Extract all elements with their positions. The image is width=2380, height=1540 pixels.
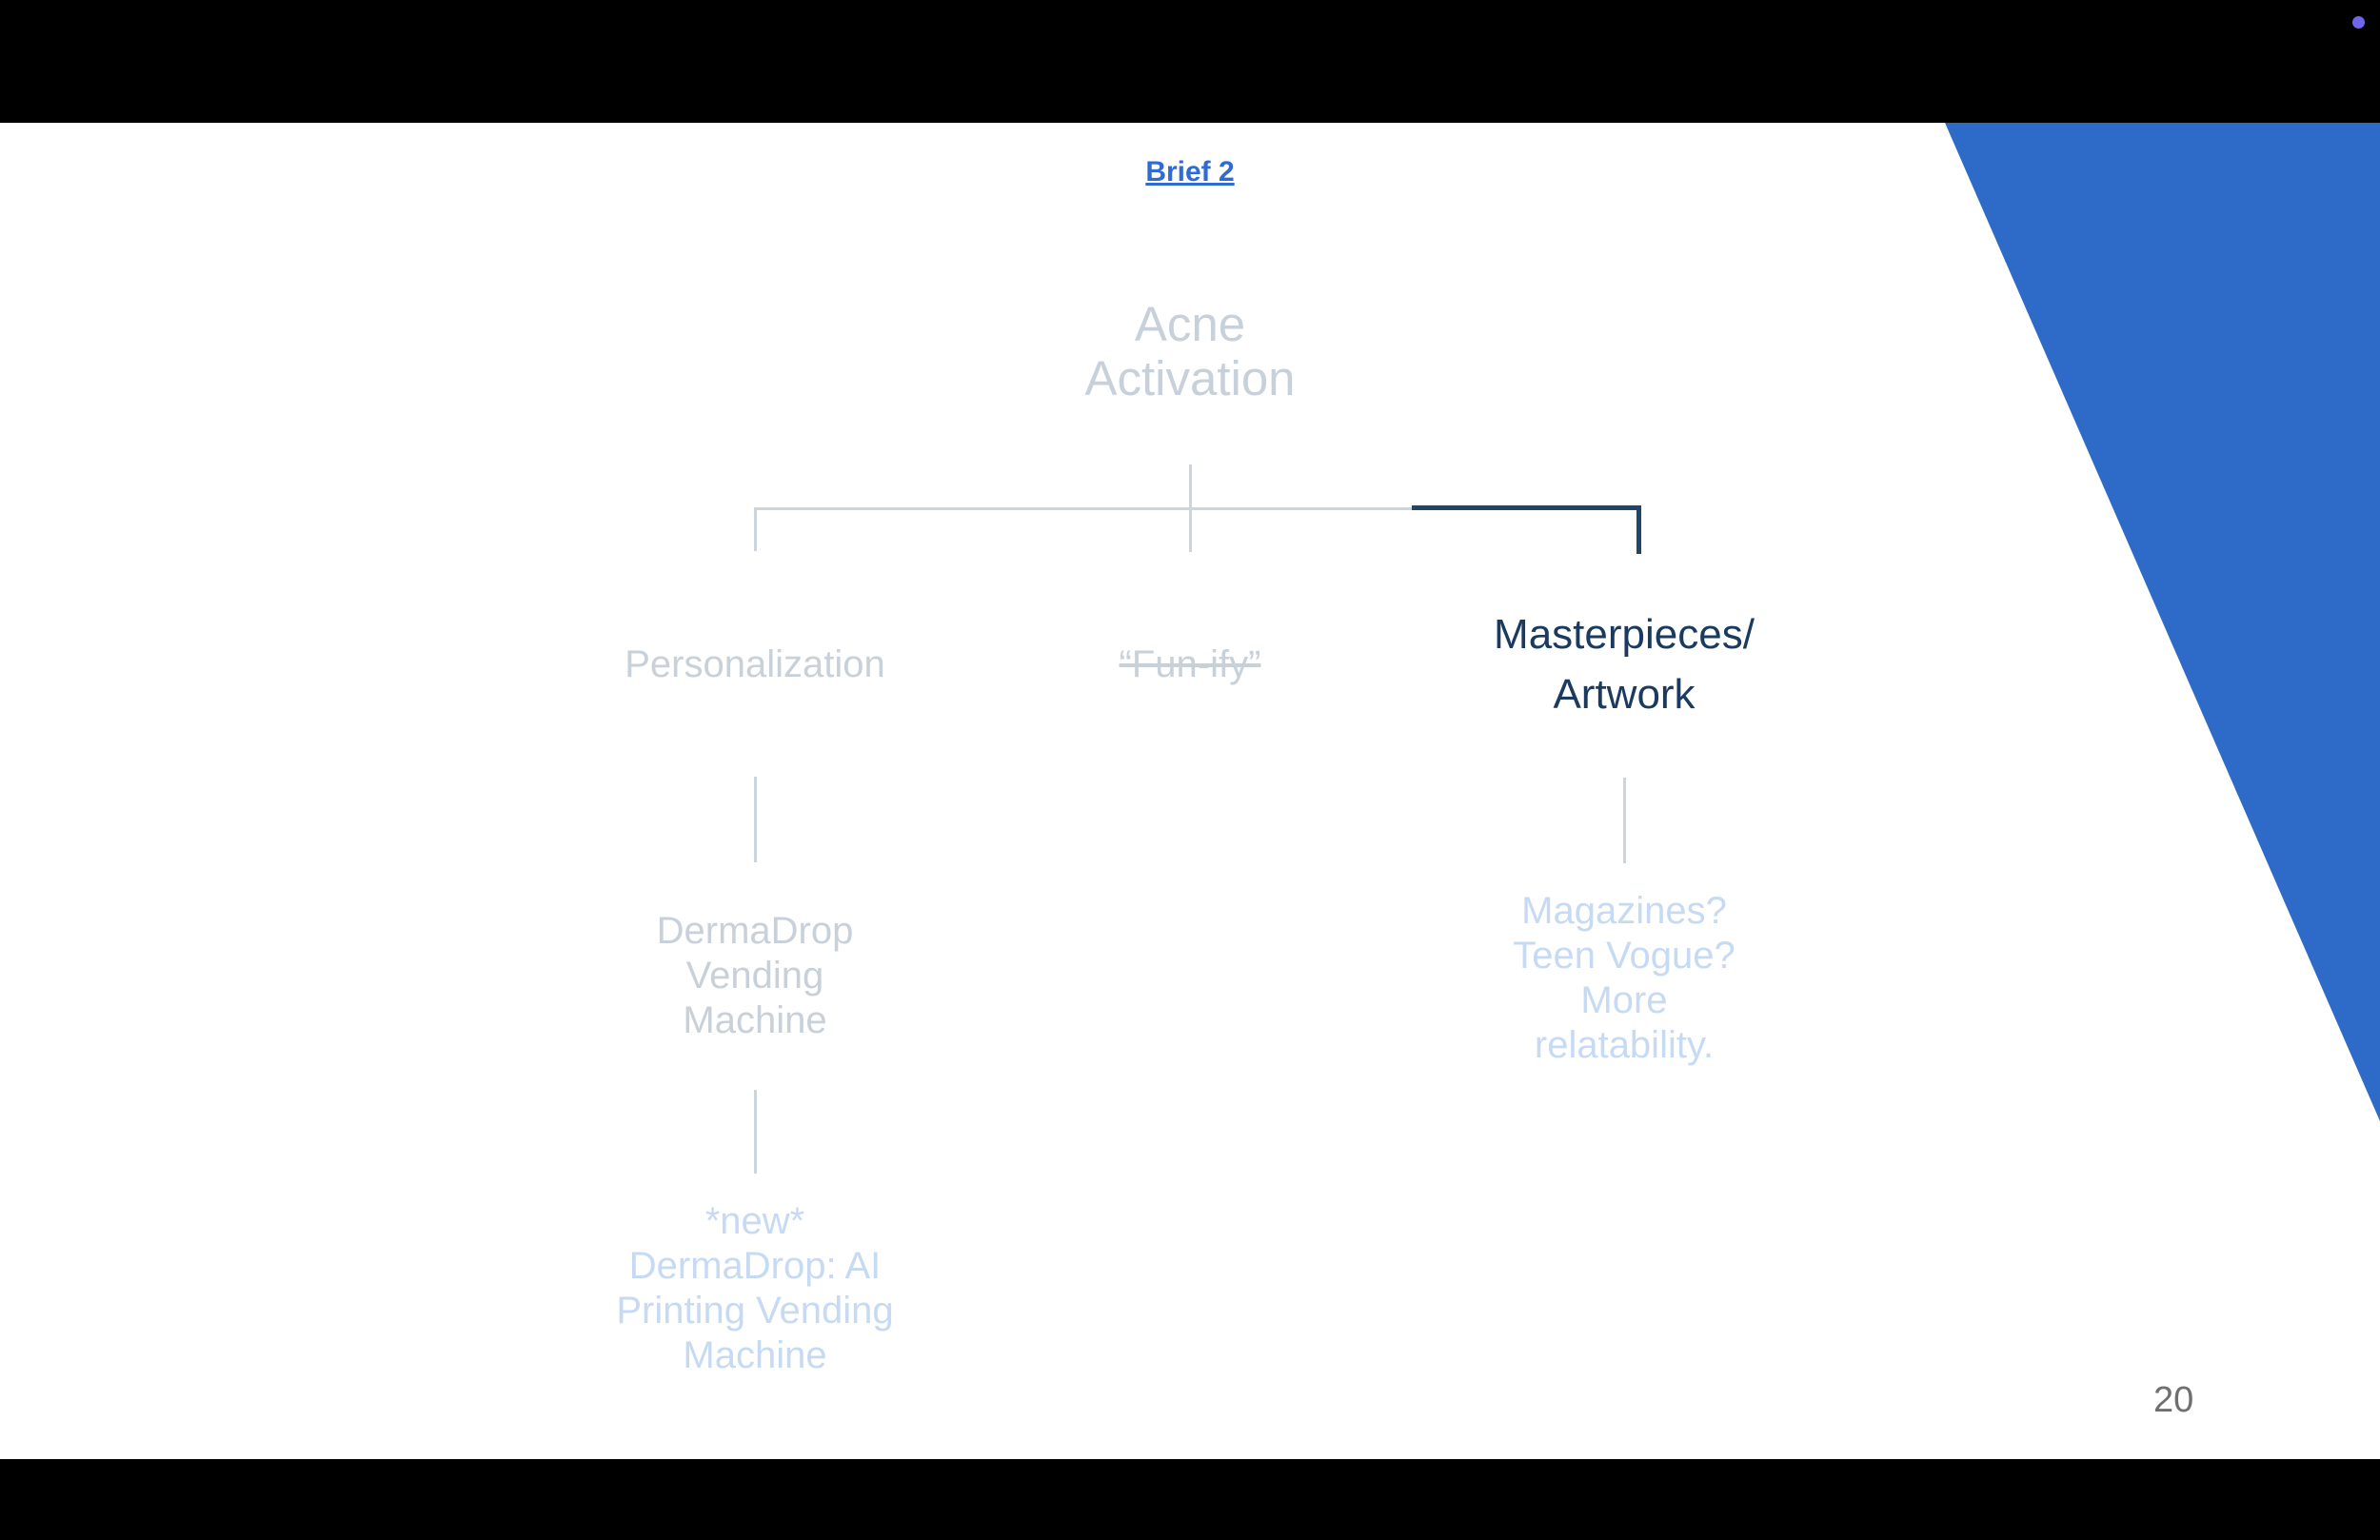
connector-masterpieces-child	[1623, 778, 1626, 863]
connector-dermadrop-child	[754, 1090, 757, 1174]
connector-horizontal-light	[755, 507, 1412, 510]
page-number: 20	[2153, 1380, 2194, 1420]
purple-dot-indicator	[2352, 16, 2365, 29]
connector-personalization-child	[754, 777, 757, 862]
node-dermadrop-vending-machine: DermaDrop Vending Machine	[656, 910, 854, 1041]
branch-personalization: Personalization	[625, 643, 885, 685]
tree-root-title: Acne Activation	[1084, 297, 1296, 405]
branch-funify-struck: “Fun-ify”	[1119, 643, 1261, 685]
node-new-dermadrop-ai: *new* DermaDrop: AI Printing Vending Mac…	[616, 1200, 894, 1376]
letterbox-bottom-bar	[0, 1459, 2380, 1540]
node-magazines-teen-vogue: Magazines? Teen Vogue? More relatability…	[1513, 890, 1735, 1066]
blue-wedge-decoration	[1945, 123, 2380, 1121]
connector-drop-personalization	[754, 507, 757, 551]
connector-drop-masterpieces	[1636, 505, 1641, 554]
connector-horizontal-dark	[1412, 505, 1640, 510]
letterbox-top-bar	[0, 0, 2380, 123]
branch-masterpieces: Masterpieces/ Artwork	[1494, 611, 1755, 718]
brief-link[interactable]: Brief 2	[1145, 156, 1235, 188]
